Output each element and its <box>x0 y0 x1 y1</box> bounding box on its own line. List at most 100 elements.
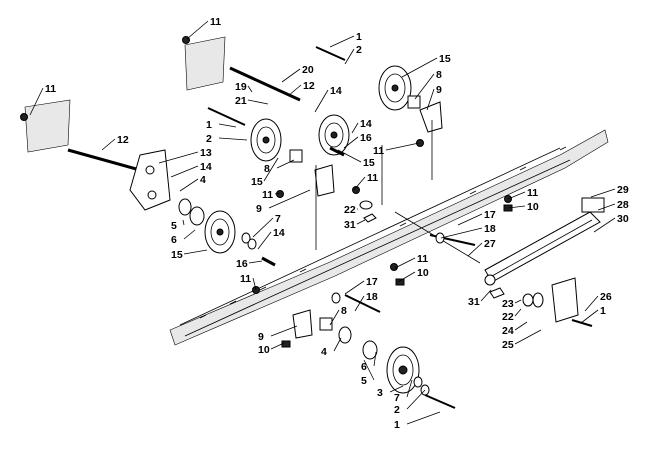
part-number-label: 10 <box>258 344 270 356</box>
part-number-label: 11 <box>417 253 428 265</box>
leader-line <box>514 321 528 331</box>
part-number-label: 8 <box>341 305 347 317</box>
part-number-label: 22 <box>344 204 356 216</box>
leader-line <box>507 205 526 209</box>
leader-line <box>252 217 274 238</box>
leader-line <box>514 308 522 317</box>
leader-line <box>276 159 295 169</box>
part-number-label: 18 <box>484 223 496 235</box>
part-number-label: 14 <box>360 118 372 130</box>
part-number-label: 31 <box>468 296 480 308</box>
part-number-label: 14 <box>330 85 342 97</box>
part-number-label: 2 <box>206 133 212 145</box>
part-number-label: 17 <box>366 276 378 288</box>
slide-rail <box>169 129 609 346</box>
leader-line <box>373 351 377 367</box>
part-number-label: 11 <box>527 187 538 199</box>
part-number-label: 16 <box>236 258 248 270</box>
idler-wheel-left <box>204 210 236 254</box>
leader-line <box>248 260 263 264</box>
leader-line <box>480 289 492 302</box>
leader-line <box>406 411 441 425</box>
part-number-label: 4 <box>321 346 327 358</box>
part-number-label: 15 <box>363 157 375 169</box>
leader-line <box>218 137 248 141</box>
part-number-label: 26 <box>600 291 612 303</box>
part-number-label: 11 <box>210 16 221 28</box>
leader-line <box>590 188 616 198</box>
leader-line <box>344 48 355 65</box>
leader-line <box>406 379 413 398</box>
part-number-label: 2 <box>356 44 362 56</box>
leader-line <box>257 231 272 250</box>
leader-line <box>394 257 416 269</box>
part-number-label: 19 <box>235 81 247 93</box>
leader-line <box>397 271 416 283</box>
leader-line <box>183 249 208 255</box>
leader-line <box>514 299 522 304</box>
part-number-label: 14 <box>200 161 212 173</box>
idler-wheel-mid <box>250 118 282 162</box>
leader-line <box>354 295 365 312</box>
part-number-label: 1 <box>600 305 606 317</box>
part-number-label: 5 <box>361 375 367 387</box>
arm-brackets <box>292 101 579 339</box>
part-number-label: 2 <box>394 404 400 416</box>
leader-line <box>593 217 616 233</box>
part-number-label: 11 <box>240 273 251 285</box>
leader-line <box>597 203 616 211</box>
part-number-label: 18 <box>366 291 378 303</box>
leader-line <box>457 213 483 226</box>
leader-line <box>406 389 426 410</box>
leader-line <box>29 87 44 116</box>
leader-line <box>158 151 199 164</box>
leader-line <box>344 280 365 295</box>
leader-line <box>389 385 404 393</box>
part-number-label: 6 <box>361 361 367 373</box>
part-number-label: 16 <box>360 132 372 144</box>
part-number-label: 9 <box>258 331 264 343</box>
part-number-label: 24 <box>502 325 514 337</box>
leader-line <box>247 85 253 93</box>
part-number-label: 31 <box>344 219 356 231</box>
part-number-label: 15 <box>171 249 183 261</box>
part-number-label: 27 <box>484 238 496 250</box>
part-number-label: 7 <box>275 213 281 225</box>
leader-line <box>186 20 209 40</box>
leader-line <box>314 89 329 113</box>
idler-wheel-center <box>318 114 350 156</box>
part-number-label: 1 <box>394 419 400 431</box>
leader-line <box>287 84 302 97</box>
leader-line <box>507 191 526 200</box>
part-number-label: 23 <box>502 298 514 310</box>
leader-line <box>329 35 355 48</box>
frame-segment-left <box>24 36 226 153</box>
part-number-label: 20 <box>302 64 314 76</box>
axle-shaft <box>67 66 301 172</box>
leader-line <box>274 192 281 195</box>
leader-line <box>281 68 301 83</box>
part-number-label: 30 <box>617 213 629 225</box>
part-number-label: 12 <box>117 134 129 146</box>
leader-line <box>584 295 599 312</box>
wheel-lower <box>386 346 420 394</box>
leader-line <box>514 329 542 345</box>
leader-line <box>337 149 362 163</box>
leader-line <box>179 178 199 192</box>
leader-line <box>218 123 237 128</box>
part-number-label: 22 <box>502 311 514 323</box>
leader-line <box>101 138 116 151</box>
part-number-label: 29 <box>617 184 629 196</box>
leader-line <box>182 219 185 226</box>
leader-line <box>183 229 196 240</box>
leader-line <box>270 325 298 337</box>
bracket <box>129 149 171 211</box>
leader-line <box>247 99 269 105</box>
part-number-label: 15 <box>439 53 451 65</box>
leader-line <box>270 342 285 350</box>
leader-line <box>333 337 342 352</box>
rear-link-arm <box>484 197 605 286</box>
